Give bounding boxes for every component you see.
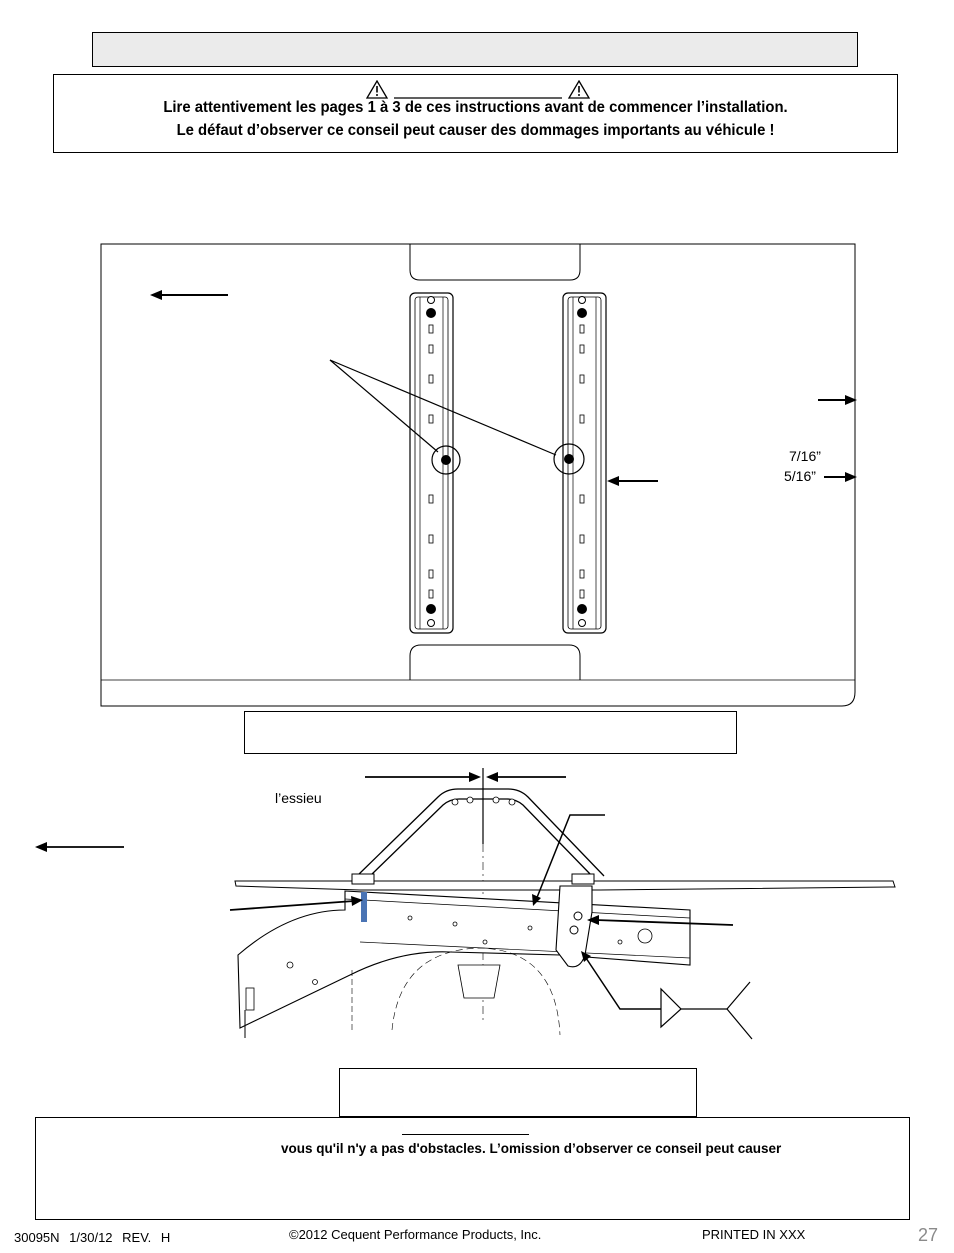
- warning-header-graphic: [366, 80, 591, 99]
- warning-triangle-icon: [567, 80, 591, 99]
- warning-line-1: Lire attentivement les pages 1 à 3 de ce…: [163, 99, 788, 116]
- arrow-left-icon: [150, 290, 228, 300]
- notice-heading-rule: [402, 1134, 529, 1135]
- dimension-5-16: 5/16”: [784, 468, 816, 484]
- right-rail: [553, 292, 607, 634]
- warning-box: Lire attentivement les pages 1 à 3 de ce…: [53, 74, 898, 153]
- left-rail: [409, 292, 461, 634]
- axle-label: l’essieu: [275, 790, 322, 806]
- arrow-left-icon: [607, 476, 658, 486]
- dimension-7-16: 7/16”: [789, 448, 821, 464]
- footer-copyright: ©2012 Cequent Performance Products, Inc.: [289, 1227, 542, 1242]
- arrow-right-icon: [824, 472, 857, 482]
- notice-text: vous qu'il n'y a pas d'obstacles. L’omis…: [281, 1141, 782, 1156]
- arrow-right-icon: [818, 395, 857, 405]
- figure-1-top-view: [100, 243, 857, 707]
- figure-1-caption-box: [244, 711, 737, 754]
- warning-triangle-icon: [366, 80, 389, 99]
- arrow-right-icon: [365, 772, 481, 782]
- title-bar: [92, 32, 858, 67]
- arrow-left-icon: [486, 772, 566, 782]
- warning-line-2: Le défaut d’observer ce conseil peut cau…: [176, 122, 775, 139]
- notice-box: vous qu'il n'y a pas d'obstacles. L’omis…: [35, 1117, 910, 1220]
- footer-printed: PRINTED IN XXX: [702, 1227, 806, 1242]
- footer-part-info: 30095N 1/30/12 REV. H: [14, 1230, 171, 1245]
- page-number: 27: [918, 1225, 939, 1245]
- figure-2-caption-box: [339, 1068, 697, 1117]
- figure-2-side-view: [35, 768, 896, 1040]
- arrow-left-icon: [35, 842, 124, 852]
